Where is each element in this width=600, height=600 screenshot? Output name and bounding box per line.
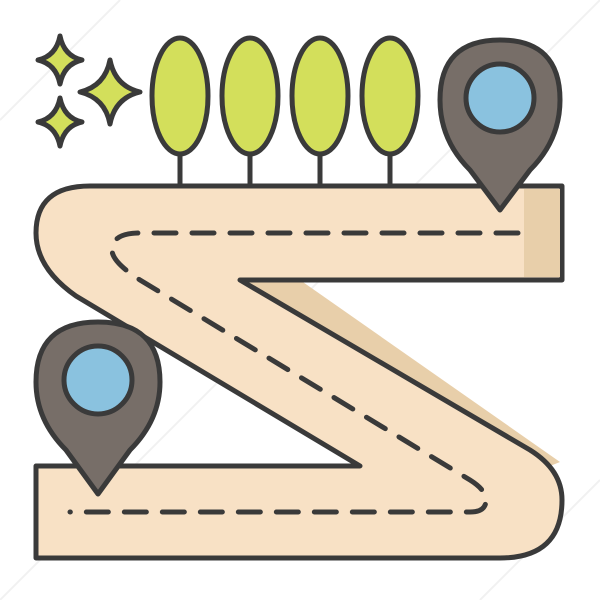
sparkle-icon-small-top — [35, 33, 85, 87]
map-pin-icon-origin — [33, 319, 163, 497]
map-pin-icon-destination — [437, 37, 563, 213]
sparkle-icon-large — [77, 57, 143, 127]
tree-icon — [289, 35, 351, 157]
tree-row — [149, 35, 421, 186]
sparkle-icon-small-bottom — [35, 95, 85, 149]
winding-road — [33, 183, 565, 561]
tree-icon — [219, 35, 281, 157]
sparkle-icons — [35, 33, 143, 149]
road-shadow-right — [524, 189, 560, 277]
road-center-line — [67, 230, 521, 515]
tree-icon — [359, 35, 421, 157]
tree-icon — [149, 35, 211, 157]
